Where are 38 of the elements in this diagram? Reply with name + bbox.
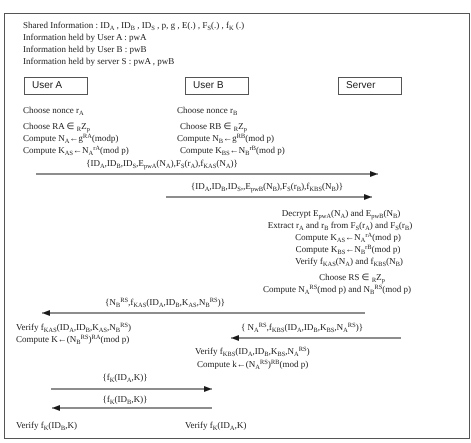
info-text: Information held by User B : pwB bbox=[23, 44, 146, 55]
protocol-step: Verify f$_{K}$(ID$_{A}$,K) bbox=[185, 420, 246, 431]
participant-box bbox=[24, 77, 88, 95]
message-label: { N$_{A}$$^{RS}$,f$_{KBS}$(ID$_{A}$,ID$_{B}$,K$_{BS}$,N$_{A}$$^{RS}$)} bbox=[240, 322, 364, 332]
message-label: {f$_{K}$(ID$_{B}$,K)} bbox=[102, 394, 148, 404]
protocol-step: Choose nonce r$_{A}$ bbox=[23, 105, 84, 116]
diagram-frame bbox=[4, 13, 470, 439]
participant-box bbox=[338, 77, 402, 95]
protocol-step: Compute N$_{B}$←g$^{RB}$(mod p) bbox=[177, 133, 274, 144]
protocol-step: Compute K←(N$_{B}$$^{RS}$)$^{RA}$(mod p) bbox=[16, 334, 130, 345]
protocol-step: Choose nonce r$_{B}$ bbox=[177, 105, 238, 116]
message-label: {f$_{K}$(ID$_{A}$,K)} bbox=[101, 372, 149, 382]
participant-label: User B bbox=[193, 80, 224, 92]
message-label: {ID$_{A}$,ID$_{B}$,ID$_{S}$,E$_{pwA}$(N$_{A}$),F$_{S}$(r$_{A}$),f$_{KAS}$(N$_{A}$)} bbox=[85, 158, 239, 168]
protocol-step: Choose RS ∈ $_{R}$Z$_{p}$ bbox=[319, 272, 385, 283]
protocol-step: Compute K$_{AS}$←N$_{A}$$^{rA}$(mod p) bbox=[23, 145, 129, 156]
protocol-step: Choose RA ∈ $_{R}$Z$_{p}$ bbox=[23, 121, 90, 132]
message-label: {N$_{B}$$^{RS}$,f$_{KAS}$(ID$_{A}$,ID$_{B}$,K$_{AS}$,N$_{B}$$^{RS}$)} bbox=[104, 297, 226, 307]
protocol-step: Choose RB ∈ $_{R}$Z$_{p}$ bbox=[180, 121, 247, 132]
protocol-step: Verify f$_{KAS}$(ID$_{A}$,ID$_{B}$,K$_{AS}$,N$_{B}$$^{RS}$) bbox=[16, 322, 131, 333]
participant-label: Server bbox=[346, 80, 376, 92]
message-label: {ID$_{A}$,ID$_{B}$,ID$_{S}$,,E$_{pwB}$(N$_{B}$),F$_{S}$(r$_{B}$),f$_{KBS}$(N$_{B}$)} bbox=[190, 181, 344, 191]
participant-box bbox=[185, 77, 249, 95]
protocol-step: Compute K$_{AS}$←N$_{A}$$^{rA}$(mod p) bbox=[295, 232, 401, 243]
protocol-step: Compute K$_{BS}$←N$_{B}$$^{rB}$(mod p) bbox=[180, 145, 285, 156]
protocol-step: Verify f$_{KAS}$(N$_{A}$) and f$_{KBS}$(N$_{B}$) bbox=[295, 256, 403, 267]
protocol-step: Compute N$_{A}$$^{RS}$(mod p) and N$_{B}$$^{RS}$(mod p) bbox=[262, 284, 412, 295]
protocol-step: Verify f$_{K}$(ID$_{B}$,K) bbox=[16, 420, 77, 431]
info-text: Information held by server S : pwA , pwB bbox=[23, 56, 174, 67]
protocol-step: Compute K$_{BS}$←N$_{B}$$^{rB}$(mod p) bbox=[296, 244, 400, 255]
protocol-step: Compute k←(N$_{A}$$^{RS}$)$^{RB}$(mod p) bbox=[197, 359, 308, 370]
participant-label: User A bbox=[32, 80, 62, 92]
protocol-step: Decrypt E$_{pwA}$(N$_{A}$) and E$_{pwB}$(N$_{B}$) bbox=[282, 208, 400, 219]
protocol-step: Extract r$_{A}$ and r$_{B}$ from F$_{S}$(r$_{A}$) and F$_{S}$(r$_{B}$) bbox=[268, 220, 412, 231]
protocol-step: Verify f$_{KBS}$(ID$_{A}$,ID$_{B}$,K$_{BS}$,N$_{A}$$^{RS}$) bbox=[195, 346, 310, 357]
info-text: Information held by User A : pwA bbox=[23, 32, 146, 43]
info-text: Shared Information : ID$_{A}$ , ID$_{B}$ , ID$_{S}$ , p, g , E(.) , F$_{S}$(.) , f$_{K}$ (.) bbox=[23, 20, 244, 31]
protocol-step: Compute N$_{A}$←g$^{RA}$(modp) bbox=[23, 133, 118, 144]
